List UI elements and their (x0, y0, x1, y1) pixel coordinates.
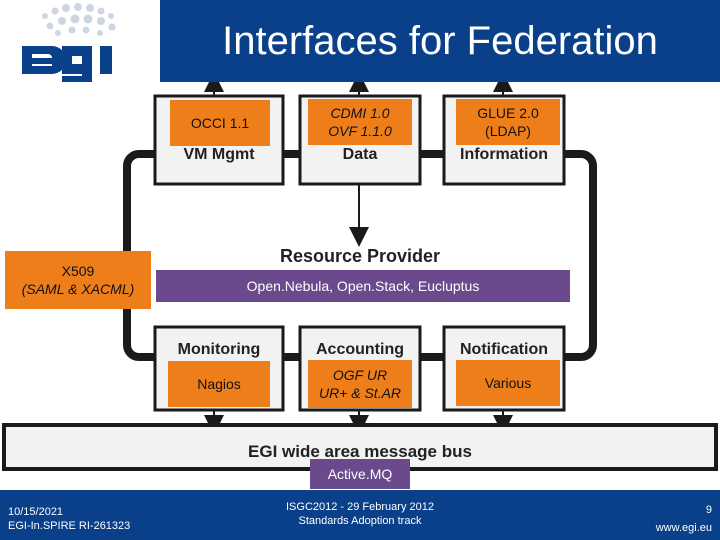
monitoring-label: Monitoring (177, 341, 261, 358)
header: egi Interfaces for Federation (0, 0, 720, 82)
occi-tag-text: OCCI 1.1 (190, 115, 250, 131)
ldap-tag-text: (LDAP) (485, 123, 531, 139)
header-bar (160, 0, 720, 82)
ogf-ur-tag: OGF UR UR+ & St.AR (308, 360, 412, 408)
notification-label: Notification (460, 341, 548, 358)
activemq-tag-text: Active.MQ (327, 466, 393, 482)
footer-track: Standards Adoption track (298, 515, 422, 527)
logo-letters (22, 46, 112, 82)
egi-logo: egi (22, 3, 116, 82)
resource-provider-label: Resource Provider (279, 246, 441, 266)
data-label: Data (342, 146, 378, 163)
various-tag: Various (456, 360, 560, 406)
glue-tag-text: GLUE 2.0 (477, 105, 539, 121)
footer-ref: EGI-In.SPIRE RI-261323 (8, 520, 131, 532)
page-title: Interfaces for Federation (222, 18, 658, 63)
accounting-label: Accounting (316, 341, 404, 358)
footer-event: ISGC2012 - 29 February 2012 (286, 501, 434, 513)
footer-right: 9 www.egi.eu (656, 503, 712, 535)
footer-page-number: 9 (705, 504, 712, 516)
information-label: Information (460, 146, 548, 163)
ovf-tag-text: OVF 1.1.0 (328, 123, 392, 139)
x509-tag: X509 (SAML & XACML) (5, 251, 151, 309)
message-bus-label: EGI wide area message bus (248, 442, 472, 461)
cloud-platforms-text: Open.Nebula, Open.Stack, Eucluptus (246, 278, 480, 294)
glue-tag: GLUE 2.0 (LDAP) (456, 99, 560, 145)
saml-xacml-tag-text: (SAML & XACML) (21, 281, 135, 297)
occi-tag: OCCI 1.1 (170, 100, 270, 146)
activemq-tag: Active.MQ (310, 459, 410, 489)
cdmi-ovf-tag: CDMI 1.0 OVF 1.1.0 (308, 99, 412, 145)
vm-mgmt-label: VM Mgmt (183, 146, 255, 163)
ur-star-tag-text: UR+ & St.AR (318, 385, 402, 401)
footer-date: 10/15/2021 (8, 506, 64, 518)
cloud-platforms-tag: Open.Nebula, Open.Stack, Eucluptus (156, 270, 570, 302)
cdmi-tag-text: CDMI 1.0 (330, 105, 390, 121)
footer (0, 490, 720, 540)
logo-dots-icon (42, 3, 116, 36)
nagios-tag: Nagios (168, 361, 270, 407)
footer-url: www.egi.eu (655, 522, 712, 534)
footer-center: ISGC2012 - 29 February 2012 Standards Ad… (230, 500, 490, 528)
nagios-tag-text: Nagios (197, 376, 241, 392)
various-tag-text: Various (484, 375, 532, 391)
x509-tag-text: X509 (61, 263, 95, 279)
ogf-ur-tag-text: OGF UR (332, 367, 388, 383)
footer-left: 10/15/2021 EGI-In.SPIRE RI-261323 (8, 505, 130, 533)
